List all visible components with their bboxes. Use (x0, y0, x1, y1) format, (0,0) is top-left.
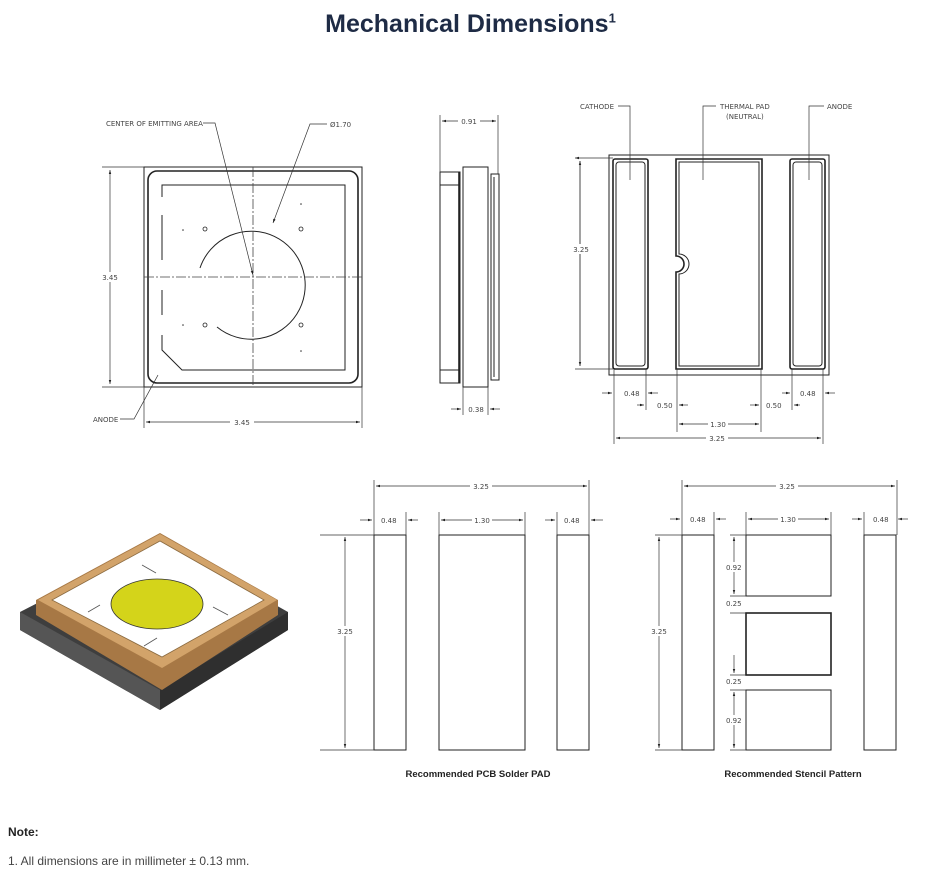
pcb-left-dim: 0.48 (381, 517, 397, 525)
title-text: Mechanical Dimensions (325, 10, 609, 38)
center-emitting-label: CENTER OF EMITTING AREA (106, 120, 203, 128)
top-view: 3.45 3.45 CENTER OF EMITTING AREA Ø1.70 … (93, 120, 363, 428)
neutral-label: (NEUTRAL) (726, 113, 764, 121)
anode-pad-label: ANODE (827, 103, 852, 111)
stencil-seg1-dim: 0.92 (726, 564, 742, 572)
page-title: Mechanical Dimensions1 (0, 10, 941, 39)
thermal-pad-label: THERMAL PAD (719, 103, 770, 111)
pcb-mid-dim: 1.30 (474, 517, 490, 525)
pcb-total-dim: 3.25 (473, 483, 489, 491)
pcb-right-dim: 0.48 (564, 517, 580, 525)
stencil-seg3-dim: 0.92 (726, 717, 742, 725)
stencil-pattern: 3.25 0.48 1.30 0.48 3.25 0.92 0.25 0.25 … (650, 480, 908, 780)
title-footnote: 1 (608, 10, 616, 26)
note-heading: Note: (8, 825, 39, 839)
cathode-label: CATHODE (580, 103, 614, 111)
pcb-height-dim: 3.25 (337, 628, 353, 636)
stencil-height-dim: 3.25 (651, 628, 667, 636)
stencil-gap1-dim: 0.25 (726, 600, 742, 608)
width-dim: 3.45 (234, 419, 250, 427)
gap-right-dim: 0.50 (766, 402, 782, 410)
note-item: 1. All dimensions are in millimeter ± 0.… (8, 854, 250, 868)
bottom-height-dim: 3.25 (573, 246, 589, 254)
total-width-dim: 3.25 (709, 435, 725, 443)
diameter-label: Ø1.70 (330, 121, 351, 129)
pad-right-dim: 0.48 (800, 390, 816, 398)
stencil-right-dim: 0.48 (873, 516, 889, 524)
body-dim: 0.38 (468, 406, 484, 414)
stencil-mid-dim: 1.30 (780, 516, 796, 524)
anode-label: ANODE (93, 416, 118, 424)
pcb-caption: Recommended PCB Solder PAD (406, 769, 551, 780)
stencil-left-dim: 0.48 (690, 516, 706, 524)
side-view: 0.91 0.38 (439, 115, 500, 415)
thermal-width-dim: 1.30 (710, 421, 726, 429)
stencil-total-dim: 3.25 (779, 483, 795, 491)
gap-left-dim: 0.50 (657, 402, 673, 410)
led-3d-render (20, 533, 288, 710)
pcb-solder-pad: 3.25 0.48 1.30 0.48 3.25 Recommended PCB… (320, 480, 603, 780)
stencil-caption: Recommended Stencil Pattern (724, 769, 861, 780)
stencil-gap2-dim: 0.25 (726, 678, 742, 686)
bottom-view: CATHODE THERMAL PAD (NEUTRAL) ANODE 3.25… (572, 103, 852, 444)
thickness-dim: 0.91 (461, 118, 477, 126)
pad-left-dim: 0.48 (624, 390, 640, 398)
height-dim: 3.45 (102, 274, 118, 282)
